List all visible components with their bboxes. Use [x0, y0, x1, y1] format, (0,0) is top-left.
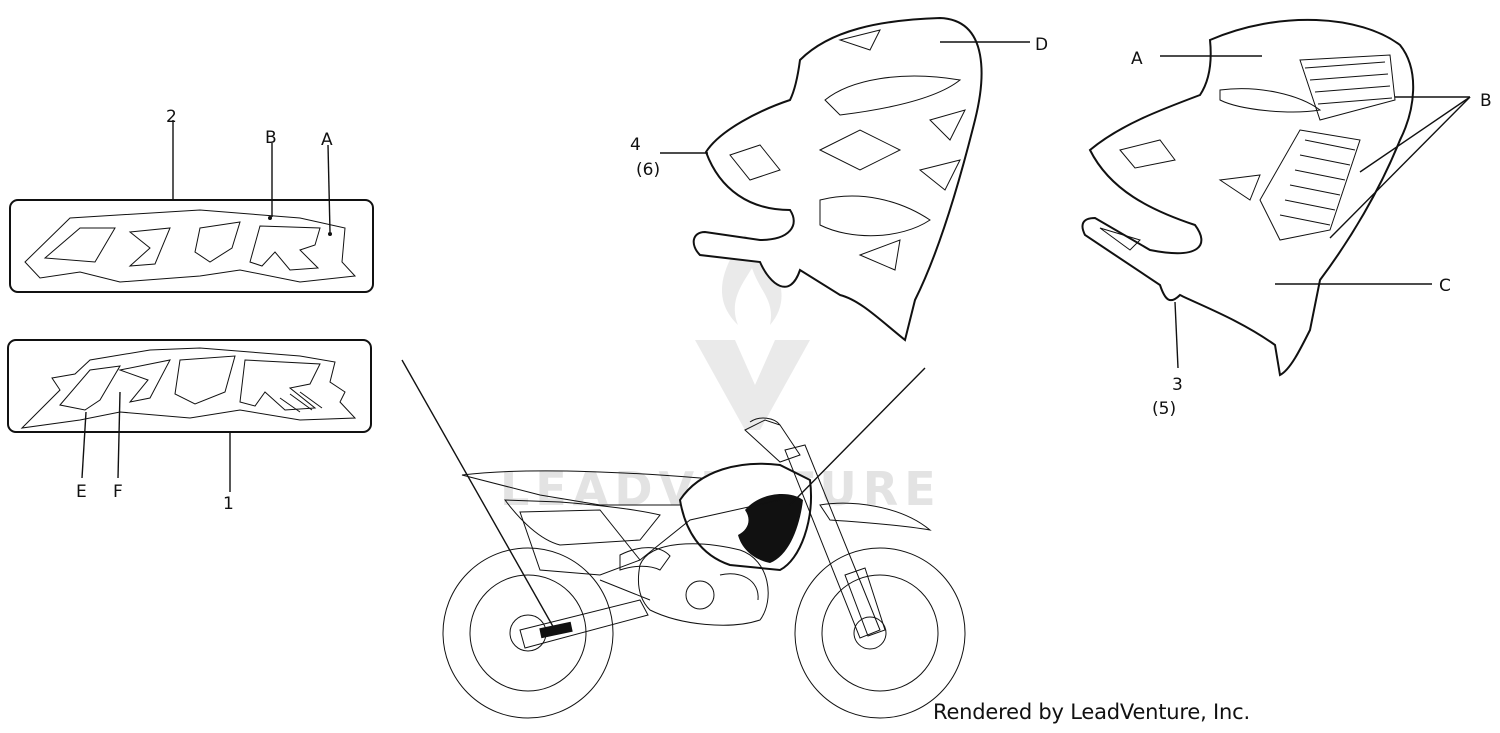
emblem-2[interactable]: 2 B A — [9, 107, 374, 293]
swingarm-decal-marker — [539, 621, 573, 639]
emblem-1-ref-label: 1 — [223, 494, 234, 514]
shroud-left-callout-d: D — [1035, 35, 1048, 55]
emblem-2-callout-b: B — [265, 128, 277, 148]
shroud-right-ref-label: 3 — [1172, 375, 1183, 395]
emblem-1[interactable]: 1 E F — [7, 339, 372, 514]
shroud-right-callout-a: A — [1131, 49, 1143, 69]
emblem-2-ref-label: 2 — [166, 107, 177, 127]
shroud-left-ref-label: 4 — [630, 135, 641, 155]
credit-text: Rendered by LeadVenture, Inc. — [933, 700, 1250, 724]
shroud-right-alt-ref-label: (5) — [1152, 399, 1176, 419]
motorcycle-illustration — [401, 359, 966, 719]
shroud-right-callout-c: C — [1439, 276, 1451, 296]
emblem-1-callout-e: E — [76, 482, 87, 502]
v-logo-icon — [695, 340, 810, 430]
emblem-2-callout-a: A — [321, 130, 333, 150]
shroud-left[interactable]: D 4 (6) — [630, 16, 1048, 342]
emblem-1-callout-f: F — [113, 482, 123, 502]
tank-decal-marker — [738, 494, 803, 563]
shroud-right-callout-b: B — [1480, 91, 1492, 111]
shroud-right[interactable]: A B C 3 (5) — [1081, 18, 1492, 419]
shroud-left-alt-ref-label: (6) — [636, 160, 660, 180]
